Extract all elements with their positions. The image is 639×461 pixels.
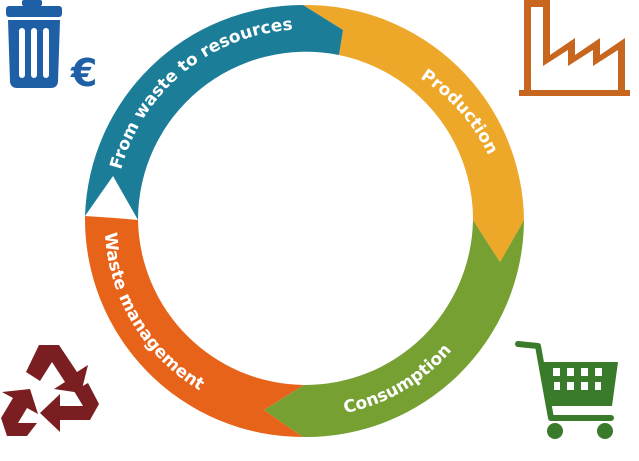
euro-symbol: € <box>70 51 97 95</box>
trash-euro-icon: € <box>6 0 97 95</box>
segment-labels: From waste to resources Production Consu… <box>100 15 502 418</box>
segment-consumption <box>264 220 524 438</box>
cycle-ring <box>84 4 524 438</box>
segment-waste-management <box>84 216 304 437</box>
recycle-icon <box>1 345 99 436</box>
segment-production <box>303 4 524 262</box>
shopping-cart-icon <box>515 341 618 439</box>
segment-from-waste-to-resources <box>85 4 343 221</box>
factory-icon <box>519 0 630 96</box>
